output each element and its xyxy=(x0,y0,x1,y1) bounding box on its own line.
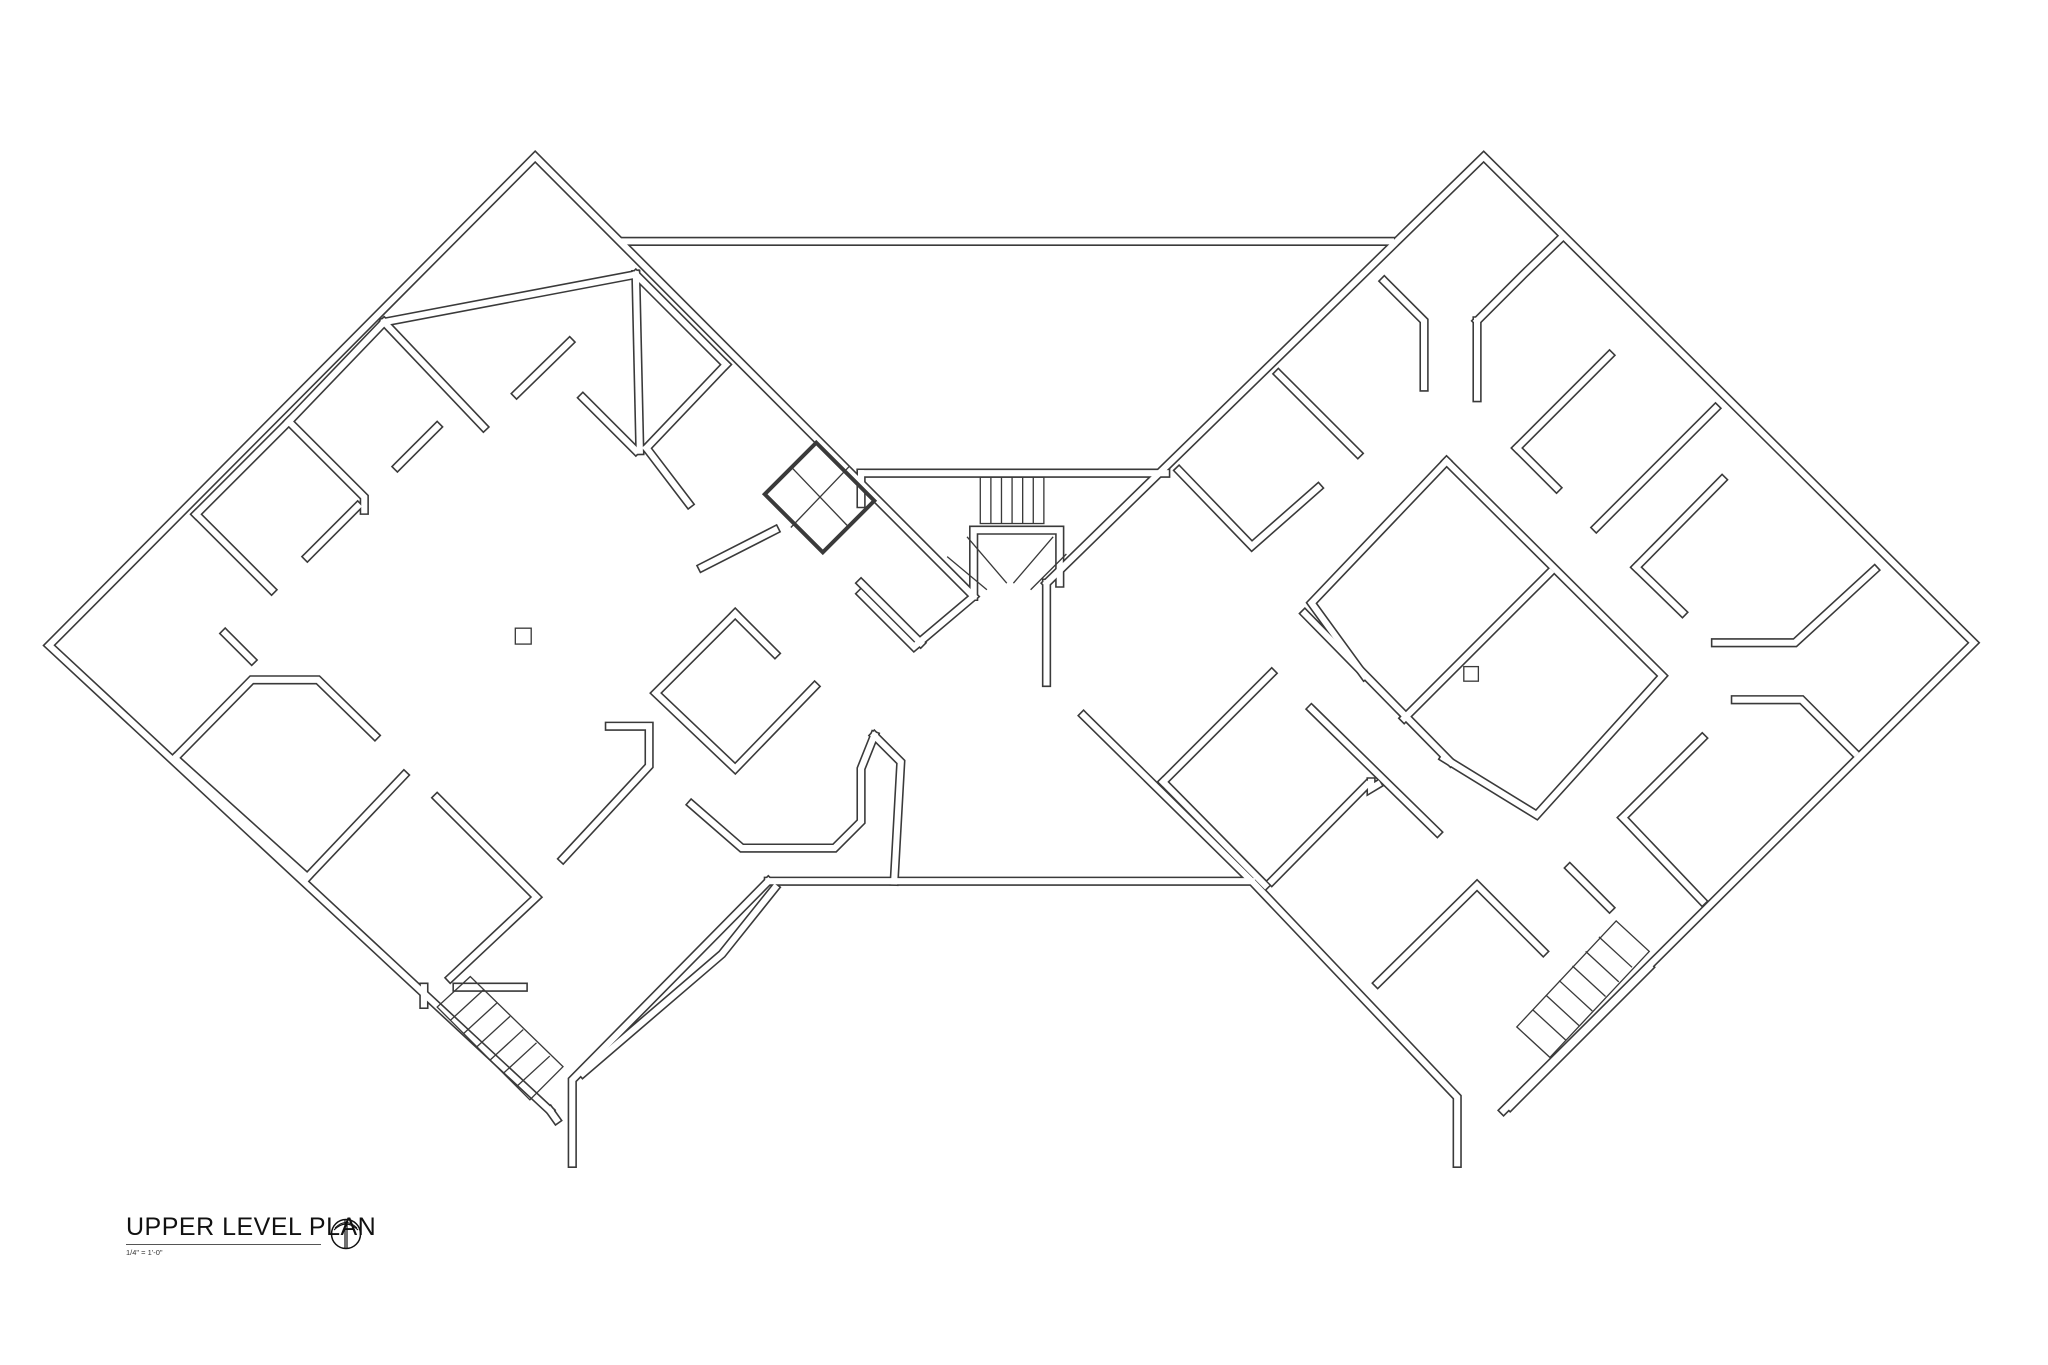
central-stair xyxy=(946,476,1067,591)
plan-title: UPPER LEVEL PLAN xyxy=(126,1213,376,1245)
elevator-shaft xyxy=(761,439,878,556)
column xyxy=(514,627,532,645)
left-stair xyxy=(436,975,564,1101)
north-arrow-icon xyxy=(330,1218,362,1250)
title-block: UPPER LEVEL PLAN 1/4" = 1'-0" xyxy=(126,1213,376,1257)
column xyxy=(1463,665,1480,682)
plan-scale: 1/4" = 1'-0" xyxy=(126,1248,163,1257)
right-stair xyxy=(1515,920,1651,1059)
